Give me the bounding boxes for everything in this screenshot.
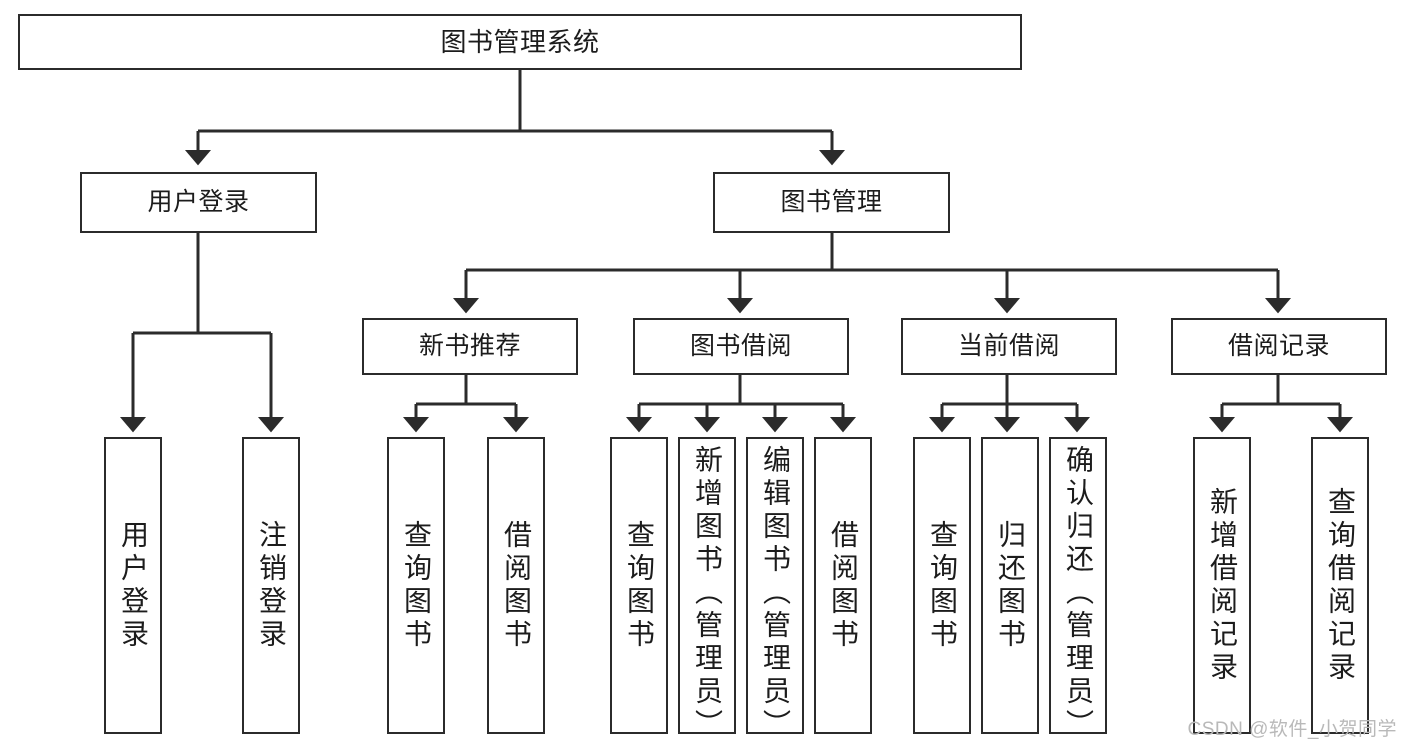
leaf-query-book-a[interactable]: 查询图书 bbox=[387, 437, 445, 734]
leaf-edit-book-label: 编辑图书（管理员） bbox=[760, 445, 791, 742]
leaf-query-book-b-label: 查询图书 bbox=[624, 519, 655, 652]
node-new-book-recommend[interactable]: 新书推荐 bbox=[362, 318, 578, 375]
node-root[interactable]: 图书管理系统 bbox=[18, 14, 1022, 70]
leaf-query-book-c[interactable]: 查询图书 bbox=[913, 437, 971, 734]
leaf-edit-book[interactable]: 编辑图书（管理员） bbox=[746, 437, 804, 742]
leaf-borrow-book-b-label: 借阅图书 bbox=[828, 519, 859, 652]
leaf-confirm-return[interactable]: 确认归还（管理员） bbox=[1049, 437, 1107, 742]
node-current-borrow[interactable]: 当前借阅 bbox=[901, 318, 1117, 375]
leaf-borrow-book-a-label: 借阅图书 bbox=[501, 519, 532, 652]
node-current-borrow-label: 当前借阅 bbox=[957, 331, 1060, 360]
leaf-query-book-b[interactable]: 查询图书 bbox=[610, 437, 668, 734]
leaf-query-borrow-record-label: 查询借阅记录 bbox=[1325, 486, 1356, 685]
node-book-borrow-label: 图书借阅 bbox=[689, 331, 792, 360]
leaf-query-book-c-label: 查询图书 bbox=[927, 519, 958, 652]
node-borrow-record-label: 借阅记录 bbox=[1227, 331, 1330, 360]
node-root-label: 图书管理系统 bbox=[440, 26, 600, 57]
node-book-borrow[interactable]: 图书借阅 bbox=[633, 318, 849, 375]
watermark-text: CSDN @软件_小贺同学 bbox=[1187, 719, 1397, 740]
leaf-logout-label: 注销登录 bbox=[256, 519, 287, 652]
node-new-book-recommend-label: 新书推荐 bbox=[418, 331, 521, 360]
leaf-borrow-book-b[interactable]: 借阅图书 bbox=[814, 437, 872, 734]
node-user-login[interactable]: 用户登录 bbox=[80, 172, 317, 233]
leaf-query-book-a-label: 查询图书 bbox=[401, 519, 432, 652]
leaf-add-borrow-record[interactable]: 新增借阅记录 bbox=[1193, 437, 1251, 734]
leaf-add-book-label: 新增图书（管理员） bbox=[692, 445, 723, 742]
leaf-user-login-label: 用户登录 bbox=[118, 519, 149, 652]
leaf-confirm-return-label: 确认归还（管理员） bbox=[1063, 445, 1094, 742]
node-book-manage-label: 图书管理 bbox=[780, 187, 883, 216]
node-borrow-record[interactable]: 借阅记录 bbox=[1171, 318, 1387, 375]
leaf-borrow-book-a[interactable]: 借阅图书 bbox=[487, 437, 545, 734]
leaf-return-book[interactable]: 归还图书 bbox=[981, 437, 1039, 734]
leaf-add-book[interactable]: 新增图书（管理员） bbox=[678, 437, 736, 742]
leaf-logout[interactable]: 注销登录 bbox=[242, 437, 300, 734]
leaf-user-login[interactable]: 用户登录 bbox=[104, 437, 162, 734]
node-book-manage[interactable]: 图书管理 bbox=[713, 172, 950, 233]
node-user-login-label: 用户登录 bbox=[147, 187, 250, 216]
leaf-return-book-label: 归还图书 bbox=[995, 519, 1026, 652]
leaf-query-borrow-record[interactable]: 查询借阅记录 bbox=[1311, 437, 1369, 734]
leaf-add-borrow-record-label: 新增借阅记录 bbox=[1207, 486, 1238, 685]
